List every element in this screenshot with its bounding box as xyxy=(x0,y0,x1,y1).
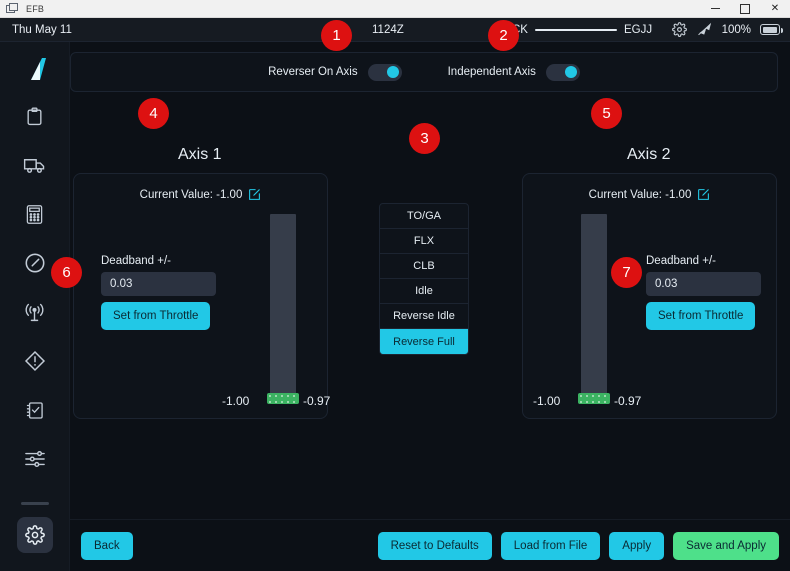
annotation-badge-2: 2 xyxy=(488,20,519,51)
axis2-current-value: Current Value: -1.00 xyxy=(523,188,776,201)
toggle-switch[interactable] xyxy=(367,63,402,81)
main-content: Reverser On Axis Independent Axis Axis 1… xyxy=(70,42,790,571)
reset-to-defaults-button[interactable]: Reset to Defaults xyxy=(377,531,492,560)
save-and-apply-button[interactable]: Save and Apply xyxy=(673,531,779,560)
detent-item-idle[interactable]: Idle xyxy=(380,279,468,304)
detent-item-togo[interactable]: TO/GA xyxy=(380,204,468,229)
sidebar-item-presets[interactable] xyxy=(21,445,49,473)
axis1-panel: Current Value: -1.00 Deadband +/- 0.03 S… xyxy=(73,173,331,419)
detent-item-flx[interactable]: FLX xyxy=(380,229,468,254)
tail-fin-logo xyxy=(18,56,52,82)
axis1-deadband-label: Deadband +/- xyxy=(101,255,172,267)
toggle-reverser-on-axis[interactable]: Reverser On Axis xyxy=(268,63,402,81)
annotation-badge-6: 6 xyxy=(51,257,82,288)
window-icon xyxy=(6,2,20,15)
toggle-label: Reverser On Axis xyxy=(268,66,358,78)
axis2-range-min: -1.00 xyxy=(533,394,561,408)
axis2-current-value-text: Current Value: -1.00 xyxy=(588,188,692,201)
axis1-deadband-input[interactable]: 0.03 xyxy=(101,272,216,296)
apply-button[interactable]: Apply xyxy=(609,531,665,560)
axis2-range-max: -0.97 xyxy=(614,394,642,408)
status-date: Thu May 11 xyxy=(12,23,72,36)
efb-status-bar: Thu May 11 1124Z CK EGJJ 100% xyxy=(0,18,790,42)
sidebar-divider xyxy=(20,502,49,505)
axis1-current-value: Current Value: -1.00 xyxy=(74,188,327,201)
detent-list: TO/GA FLX CLB Idle Reverse Idle Reverse … xyxy=(379,203,469,355)
annotation-badge-5: 5 xyxy=(591,98,622,129)
options-panel: Reverser On Axis Independent Axis xyxy=(70,52,778,92)
footer-toolbar: Back Reset to Defaults Load from File Ap… xyxy=(70,519,790,571)
axis1-range-max: -0.97 xyxy=(303,394,331,408)
annotation-badge-7: 7 xyxy=(611,257,642,288)
axis2-set-from-throttle-button[interactable]: Set from Throttle xyxy=(646,302,756,330)
back-button[interactable]: Back xyxy=(81,531,133,560)
axis2-panel: Current Value: -1.00 Deadband +/- 0.03 S… xyxy=(522,173,777,419)
flight-signal-icon[interactable] xyxy=(696,22,713,37)
maximize-button[interactable] xyxy=(730,0,760,17)
annotation-badge-3: 3 xyxy=(409,123,440,154)
axis1-title: Axis 1 xyxy=(178,146,222,163)
gear-icon[interactable] xyxy=(671,22,687,37)
axis2-deadband-label: Deadband +/- xyxy=(646,255,717,267)
toggle-switch[interactable] xyxy=(545,63,580,81)
sidebar-item-checklists[interactable] xyxy=(21,396,49,424)
sidebar-item-ground[interactable] xyxy=(21,151,49,179)
annotation-badge-1: 1 xyxy=(321,20,352,51)
axis2-bar-indicator xyxy=(578,393,610,404)
minimize-button[interactable] xyxy=(700,0,730,17)
axis2-title: Axis 2 xyxy=(627,146,671,163)
sidebar-bottom xyxy=(0,502,69,571)
sidebar-item-dispatch[interactable] xyxy=(21,102,49,130)
window-title: EFB xyxy=(26,3,45,14)
battery-icon xyxy=(760,24,783,35)
window-titlebar: EFB ✕ xyxy=(0,0,790,18)
axis2-deadband-input[interactable]: 0.03 xyxy=(646,272,761,296)
sidebar xyxy=(0,42,70,571)
window-controls: ✕ xyxy=(700,0,790,17)
status-right-group: 100% xyxy=(671,22,783,37)
axis1-bar-track xyxy=(270,214,296,404)
axis1-set-from-throttle-button[interactable]: Set from Throttle xyxy=(101,302,211,330)
sidebar-item-settings[interactable] xyxy=(16,517,53,553)
battery-percent: 100% xyxy=(721,23,751,36)
sidebar-item-failures[interactable] xyxy=(21,347,49,375)
axis1-current-value-text: Current Value: -1.00 xyxy=(139,188,243,201)
route-destination: EGJJ xyxy=(623,23,653,36)
close-button[interactable]: ✕ xyxy=(770,3,780,14)
edit-icon[interactable] xyxy=(697,188,710,201)
axis1-range-min: -1.00 xyxy=(222,394,250,408)
detent-item-reverse-idle[interactable]: Reverse Idle xyxy=(380,304,468,329)
detent-item-clb[interactable]: CLB xyxy=(380,254,468,279)
flight-route: CK EGJJ xyxy=(512,24,652,36)
edit-icon[interactable] xyxy=(248,188,261,201)
toggle-independent-axis[interactable]: Independent Axis xyxy=(447,63,580,81)
sidebar-item-navigation[interactable] xyxy=(21,249,49,277)
axis1-bar-indicator xyxy=(267,393,299,404)
sidebar-item-performance[interactable] xyxy=(21,200,49,228)
status-zulu-time: 1124Z xyxy=(372,23,404,36)
toggle-label: Independent Axis xyxy=(447,66,536,78)
detent-item-reverse-full[interactable]: Reverse Full xyxy=(380,329,468,354)
axis2-bar-track xyxy=(581,214,607,404)
sidebar-items xyxy=(21,102,49,473)
sidebar-item-atc[interactable] xyxy=(21,298,49,326)
footer-actions: Reset to Defaults Load from File Apply S… xyxy=(377,531,779,560)
load-from-file-button[interactable]: Load from File xyxy=(500,531,601,560)
route-line xyxy=(534,28,617,31)
annotation-badge-4: 4 xyxy=(138,98,169,129)
